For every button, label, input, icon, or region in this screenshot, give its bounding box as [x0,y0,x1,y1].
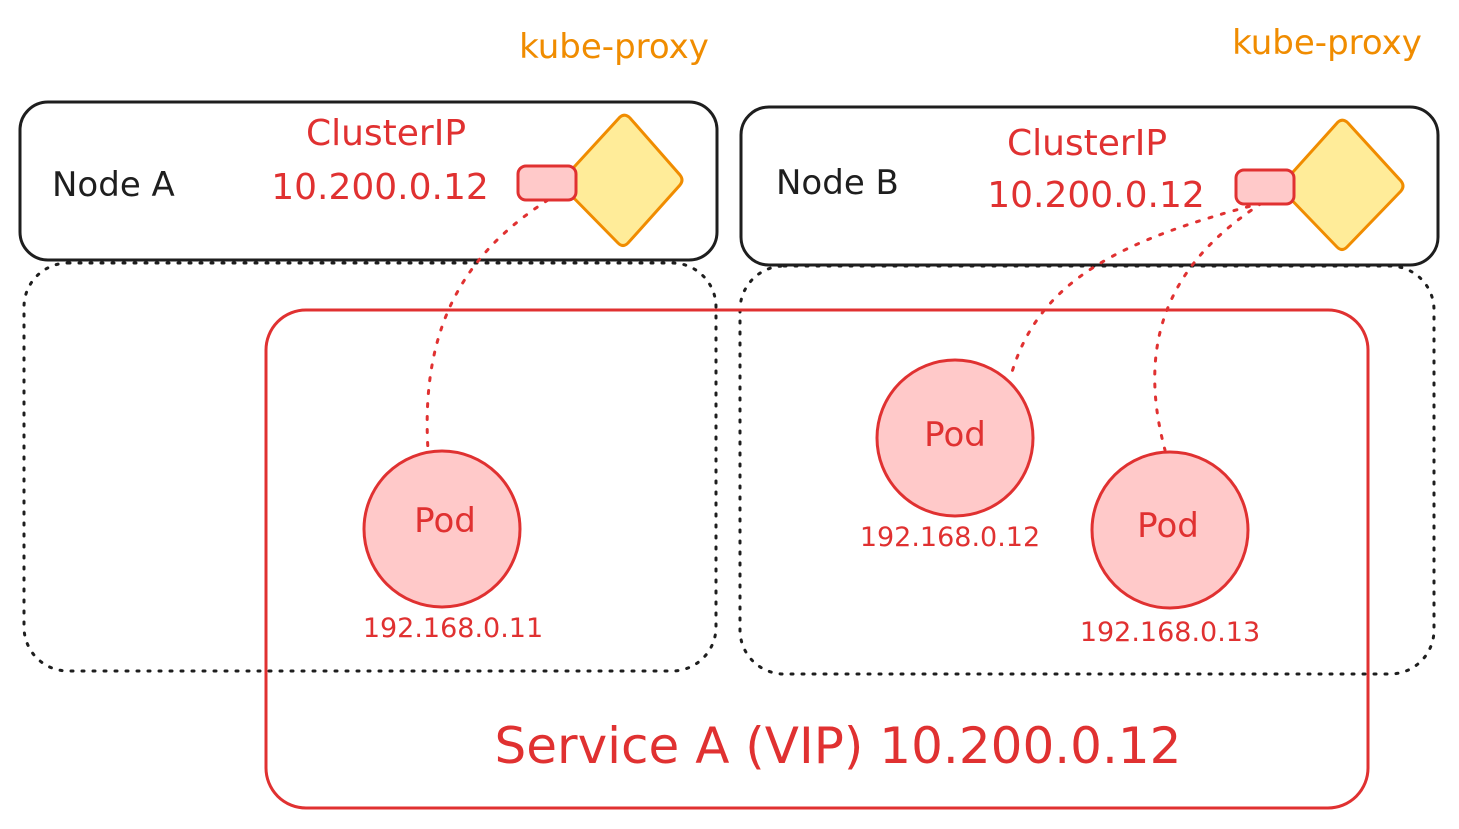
pod-2-label: Pod [924,415,986,455]
pod-3-circle [1090,450,1250,610]
connector-node-a-pod-1 [425,198,550,452]
pod-3-label: Pod [1137,506,1199,546]
cluster-ip-label-node-b: ClusterIP [1007,123,1167,164]
node-a-name: Node A [52,165,175,205]
pod-1-label: Pod [414,501,476,541]
connector-node-b-pod-3 [1153,201,1264,452]
cluster-ip-value-node-a: 10.200.0.12 [271,167,489,208]
pod-2-circle [875,358,1035,518]
node-b-name: Node B [776,163,899,203]
cluster-ip-endpoint-node-b [1234,168,1296,206]
kube-proxy-node-b-icon [1280,118,1405,251]
cluster-ip-endpoint-node-a [516,164,578,202]
pod-1-ip: 192.168.0.11 [363,613,543,644]
cluster-ip-value-node-b: 10.200.0.12 [987,175,1205,216]
kube-proxy-node-a-icon [560,113,684,247]
pod-3-ip: 192.168.0.13 [1080,617,1260,648]
cluster-ip-label-node-a: ClusterIP [306,113,466,154]
node-b-box [739,105,1440,267]
node-a-pod-area [22,261,718,673]
connector-node-b-pod-2 [1010,201,1264,374]
node-b-pod-area [738,264,1436,676]
pod-2-ip: 192.168.0.12 [860,522,1040,553]
kube-proxy-label-node-a: kube-proxy [519,27,709,67]
kube-proxy-label-node-b: kube-proxy [1232,23,1422,63]
node-a-box [18,100,719,262]
pod-1-circle [362,449,522,609]
service-label: Service A (VIP) 10.200.0.12 [495,717,1182,775]
service-box [264,308,1370,810]
